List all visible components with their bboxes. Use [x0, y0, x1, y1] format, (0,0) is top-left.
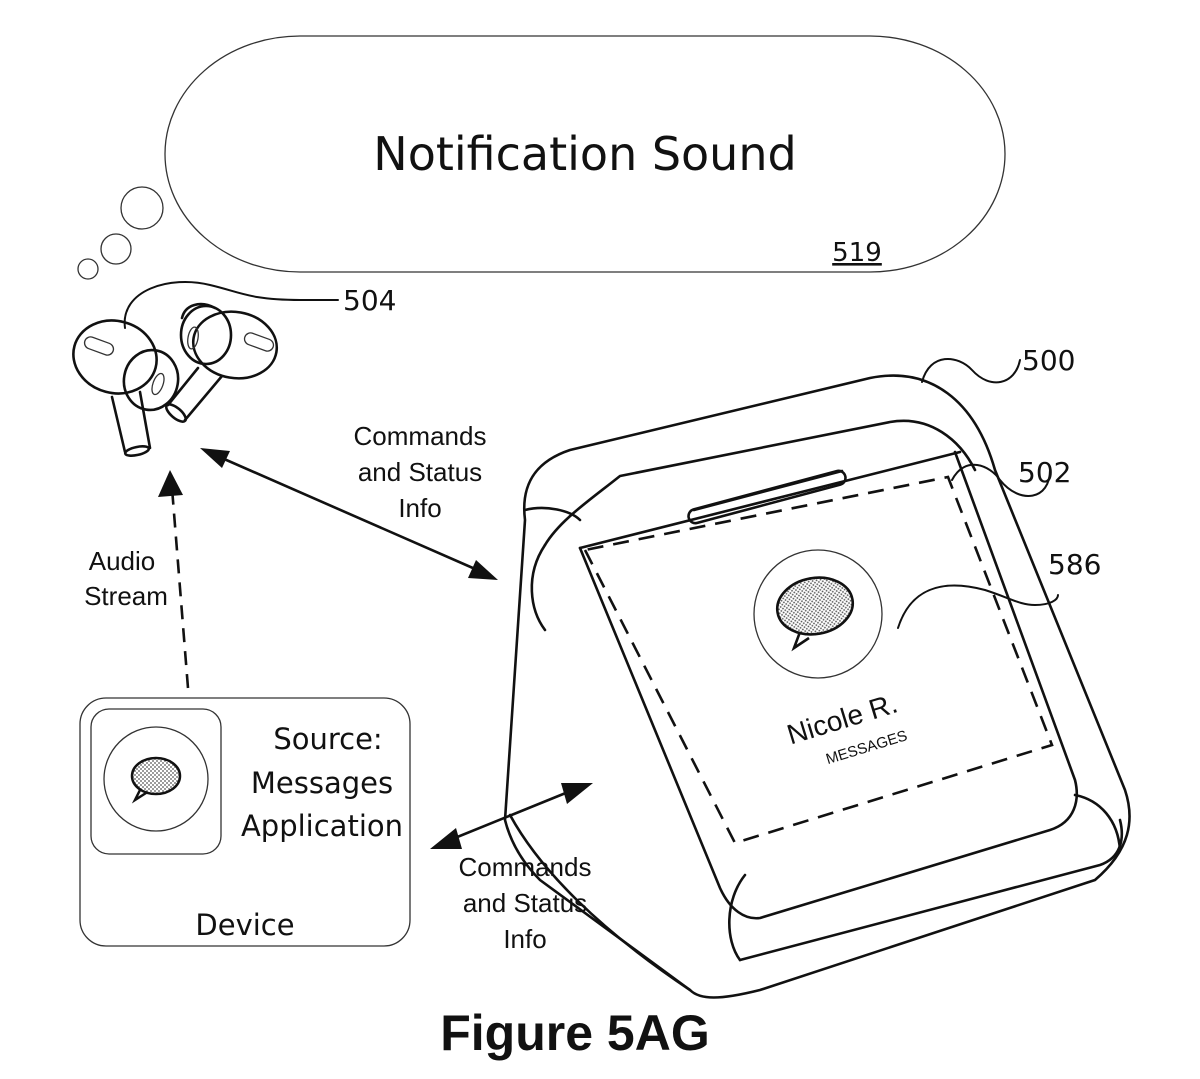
- device-label: Device: [195, 908, 294, 942]
- ref-502: 502: [1018, 456, 1071, 489]
- commands-arrow-device-case: [430, 783, 593, 849]
- svg-text:Info: Info: [398, 493, 441, 523]
- charging-case: 500 502 Nicole R. MESSAGES: [503, 344, 1131, 999]
- ref-586: 586: [1048, 548, 1101, 581]
- svg-text:Commands: Commands: [459, 852, 592, 882]
- speech-bubble-icon: [775, 576, 855, 652]
- figure-caption: Figure 5AG: [440, 1005, 709, 1061]
- notification-card: Nicole R. MESSAGES: [753, 549, 909, 768]
- svg-text:Stream: Stream: [84, 581, 168, 611]
- notification-sound-bubble: Notification Sound 519: [164, 35, 1006, 273]
- thought-bubble-dots: [77, 186, 164, 280]
- ref-504: 504: [343, 284, 396, 317]
- case-slot: [687, 469, 847, 525]
- notification-sound-title: Notification Sound: [373, 127, 796, 181]
- commands-label-bottom: Commands and Status Info: [459, 852, 592, 954]
- audio-stream-arrow: [158, 470, 190, 689]
- display-region: [583, 475, 1054, 845]
- audio-stream-label: Audio Stream: [84, 546, 168, 611]
- app-tile: [90, 708, 222, 855]
- svg-text:Commands: Commands: [354, 421, 487, 451]
- commands-arrow-earbuds-case: [200, 448, 498, 580]
- earbuds-illustration: 504: [72, 281, 396, 457]
- svg-text:and Status: and Status: [463, 888, 587, 918]
- speech-bubble-icon: [130, 756, 182, 804]
- ref-519: 519: [832, 238, 882, 268]
- device-box: Source: Messages Application Device: [79, 697, 411, 947]
- ref-500: 500: [1022, 344, 1075, 377]
- svg-text:Info: Info: [503, 924, 546, 954]
- svg-text:and Status: and Status: [358, 457, 482, 487]
- svg-text:Audio: Audio: [89, 546, 156, 576]
- commands-label-top: Commands and Status Info: [354, 421, 487, 523]
- source-line-3: Application: [241, 809, 403, 843]
- source-line-2: Messages: [251, 766, 393, 800]
- source-line-1: Source:: [273, 722, 382, 756]
